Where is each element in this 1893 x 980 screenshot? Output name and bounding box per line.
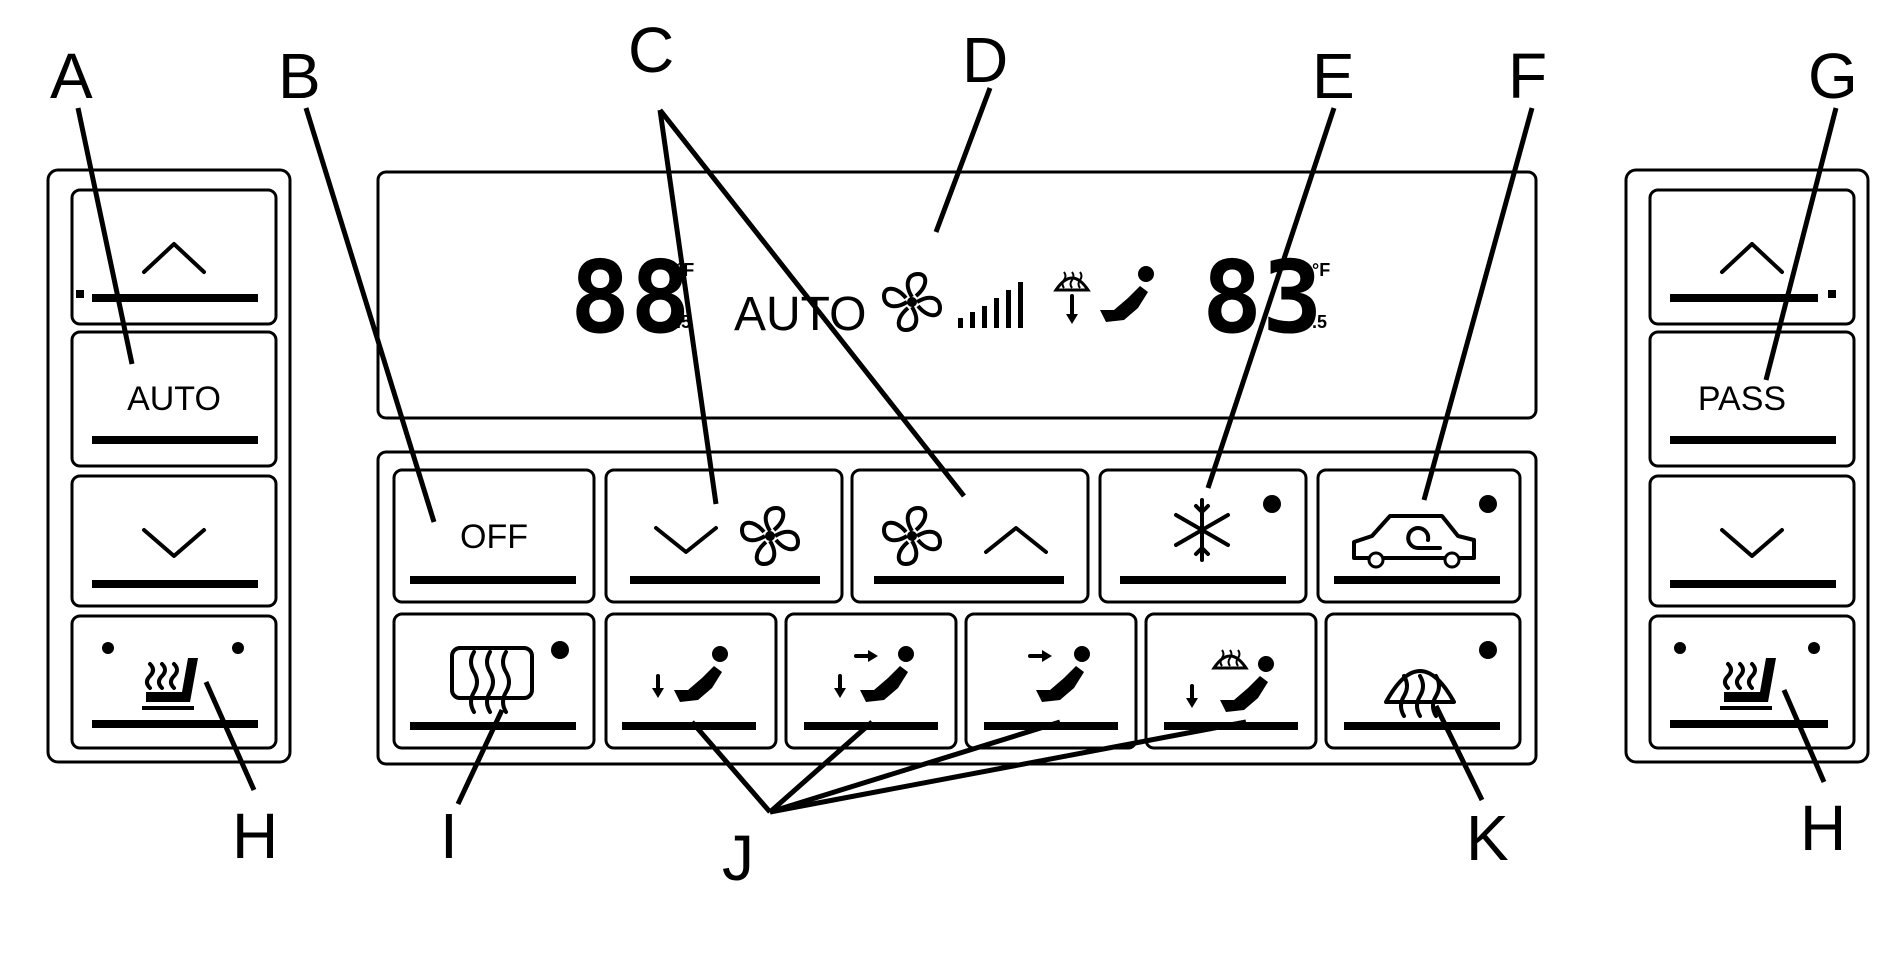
chevron-down-icon — [654, 526, 718, 554]
driver-temp-down-button[interactable] — [70, 474, 278, 608]
leader-h-right — [1781, 689, 1827, 783]
leader-e — [1205, 107, 1337, 489]
leader-j-2 — [768, 720, 874, 814]
right-passenger-panel: PASS — [1624, 168, 1870, 764]
defog-mode-button[interactable] — [1144, 612, 1318, 750]
indicator-dot-icon — [1479, 641, 1497, 659]
driver-temp-up-button[interactable] — [70, 188, 278, 326]
callout-h-left: H — [232, 800, 278, 872]
fan-icon — [882, 272, 942, 332]
off-label: OFF — [460, 518, 528, 556]
leader-d — [933, 87, 993, 233]
passenger-temp-down-button[interactable] — [1648, 474, 1856, 608]
right-temperature: 83 — [1202, 239, 1322, 356]
off-button[interactable]: OFF — [392, 468, 596, 604]
callout-g: G — [1808, 40, 1858, 112]
leader-h-left — [203, 680, 257, 792]
defog-windshield-icon — [1212, 648, 1248, 670]
center-button-panel: OFF — [376, 450, 1538, 766]
fan-icon — [740, 506, 800, 566]
leader-c-1 — [657, 109, 719, 505]
pass-label: PASS — [1698, 380, 1786, 418]
driver-heated-seat-button[interactable] — [70, 614, 278, 750]
indicator-dot-icon — [1674, 642, 1686, 654]
leader-j-4 — [769, 719, 1247, 815]
recirculation-button[interactable] — [1316, 468, 1522, 604]
right-unit-f: °F — [1312, 260, 1330, 280]
front-defrost-button[interactable] — [1324, 612, 1522, 750]
chevron-down-icon — [1720, 528, 1784, 558]
leader-a — [75, 107, 135, 365]
indicator-dot-icon — [232, 642, 244, 654]
callout-i: I — [440, 800, 458, 872]
chevron-up-icon — [984, 526, 1048, 554]
leader-j-3 — [769, 719, 1061, 815]
auto-label: AUTO — [127, 380, 221, 418]
heated-seat-icon — [1718, 656, 1778, 710]
callout-h-right: H — [1800, 792, 1846, 864]
vent-mode-button[interactable] — [964, 612, 1138, 750]
indicator-dot-icon — [1263, 495, 1281, 513]
driver-auto-button[interactable]: AUTO — [70, 330, 278, 468]
floor-mode-button[interactable] — [604, 612, 778, 750]
fan-speed-up-button[interactable] — [850, 468, 1090, 604]
chevron-down-icon — [142, 528, 206, 558]
floor-mode-icon — [674, 646, 728, 702]
heated-seat-icon — [140, 656, 200, 710]
callout-k: K — [1466, 802, 1509, 874]
leader-b — [303, 107, 437, 523]
recirculation-car-icon — [1352, 514, 1476, 569]
passenger-temp-up-button[interactable] — [1648, 188, 1856, 326]
indicator-dot-icon — [1479, 495, 1497, 513]
leader-f — [1421, 107, 1535, 501]
callout-c: C — [628, 14, 674, 86]
callout-a: A — [50, 40, 93, 112]
callout-b: B — [278, 40, 321, 112]
right-unit-5: .5 — [1312, 312, 1327, 332]
left-temperature: 88 — [570, 239, 690, 356]
callout-e: E — [1312, 40, 1355, 112]
chevron-up-icon — [1720, 242, 1784, 274]
leader-c-2 — [658, 108, 966, 498]
fan-speed-down-button[interactable] — [604, 468, 844, 604]
bilevel-mode-button[interactable] — [784, 612, 958, 750]
callout-j: J — [722, 822, 754, 894]
mode-text: AUTO — [734, 288, 866, 341]
mode-person-icon — [1100, 266, 1154, 322]
leader-lines — [75, 87, 1839, 815]
leader-i — [455, 708, 505, 806]
left-driver-panel: AUTO — [46, 168, 292, 764]
snowflake-icon — [1174, 498, 1230, 562]
fan-speed-bars — [958, 282, 1023, 328]
callout-f: F — [1508, 40, 1547, 112]
rear-defrost-icon — [450, 646, 534, 714]
leader-j-1 — [690, 720, 772, 814]
indicator-dot-icon — [1808, 642, 1820, 654]
indicator-dot-icon — [551, 641, 569, 659]
lcd-display: 88 °F .5 AUTO 83 °F .5 — [376, 170, 1538, 420]
passenger-pass-button[interactable]: PASS — [1648, 330, 1856, 468]
indicator-dot-icon — [102, 642, 114, 654]
front-defrost-icon — [1384, 669, 1456, 718]
air-conditioning-button[interactable] — [1098, 468, 1308, 604]
defrost-indicator-icon — [1054, 270, 1090, 292]
callout-d: D — [962, 24, 1008, 96]
passenger-heated-seat-button[interactable] — [1648, 614, 1856, 750]
leader-g — [1763, 107, 1839, 381]
fan-icon — [882, 506, 942, 566]
leader-k — [1433, 704, 1485, 802]
chevron-up-icon — [142, 242, 206, 274]
